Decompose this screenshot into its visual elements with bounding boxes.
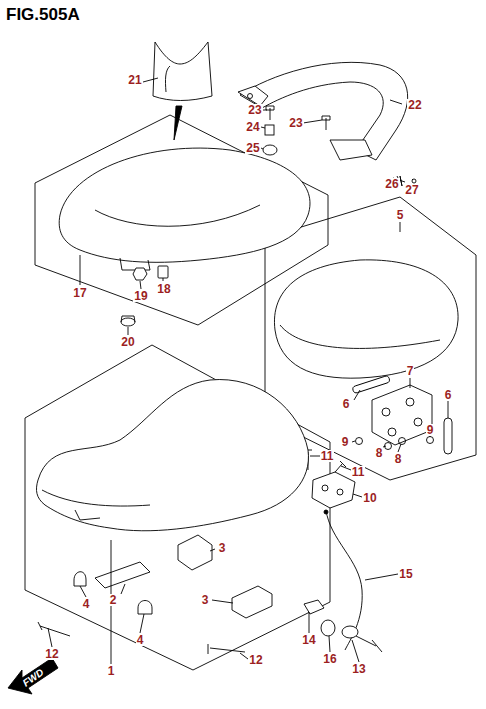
callout-number: 14 xyxy=(301,634,316,646)
callout-number: 6 xyxy=(444,389,453,401)
callout-number: 23 xyxy=(247,104,262,116)
callout-number: 17 xyxy=(72,287,87,299)
callout-number: 12 xyxy=(248,654,263,666)
callout-number: 27 xyxy=(404,184,419,196)
callout-number: 1 xyxy=(107,665,116,677)
callout-number: 18 xyxy=(156,283,171,295)
callout-number: 25 xyxy=(245,142,260,154)
callout-number: 13 xyxy=(351,663,366,675)
callout-number: 23 xyxy=(288,117,303,129)
callout-number: 20 xyxy=(120,336,135,348)
callout-number: 10 xyxy=(362,492,377,504)
callout-number: 5 xyxy=(396,209,405,221)
callout-number: 16 xyxy=(322,653,337,665)
callout-number: 3 xyxy=(218,542,227,554)
callout-number: 21 xyxy=(127,74,142,86)
callout-number: 11 xyxy=(351,466,366,478)
callout-number: 3 xyxy=(201,594,210,606)
callout-number: 2 xyxy=(109,594,118,606)
callout-number: 24 xyxy=(245,121,260,133)
callout-number: 9 xyxy=(426,424,435,436)
panel-outline xyxy=(25,345,330,670)
callout-number: 4 xyxy=(136,634,145,646)
callout-number: 22 xyxy=(407,99,422,111)
figure-title: FIG.505A xyxy=(6,5,80,25)
callout-number: 19 xyxy=(133,290,148,302)
callout-number: 7 xyxy=(406,365,415,377)
callout-number: 8 xyxy=(375,447,384,459)
callout-number: 11 xyxy=(320,450,335,462)
callout-number: 26 xyxy=(384,178,399,190)
callout-number: 9 xyxy=(341,436,350,448)
callout-number: 12 xyxy=(44,648,59,660)
callout-number: 8 xyxy=(394,453,403,465)
callout-number: 6 xyxy=(342,398,351,410)
callout-number: 4 xyxy=(82,598,91,610)
callout-number: 15 xyxy=(398,568,413,580)
